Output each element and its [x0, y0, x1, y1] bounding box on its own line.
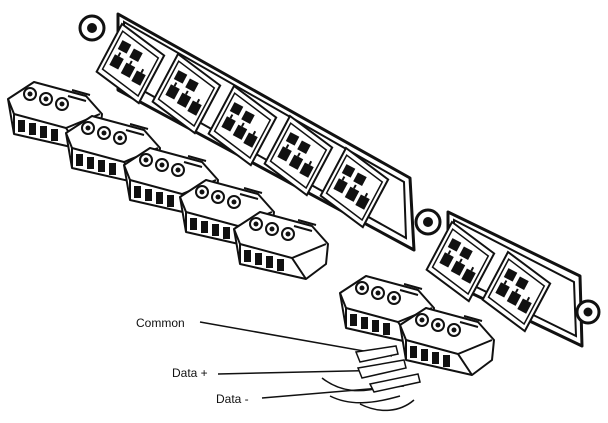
label-data-plus: Data + [172, 366, 208, 380]
large-bracket [78, 12, 442, 252]
label-common: Common [136, 316, 185, 330]
wires [199, 321, 421, 412]
label-data-minus: Data - [216, 392, 249, 406]
small-bracket [421, 210, 601, 348]
terminal-plug-5 [233, 211, 329, 280]
terminal-plug-7 [399, 307, 495, 376]
